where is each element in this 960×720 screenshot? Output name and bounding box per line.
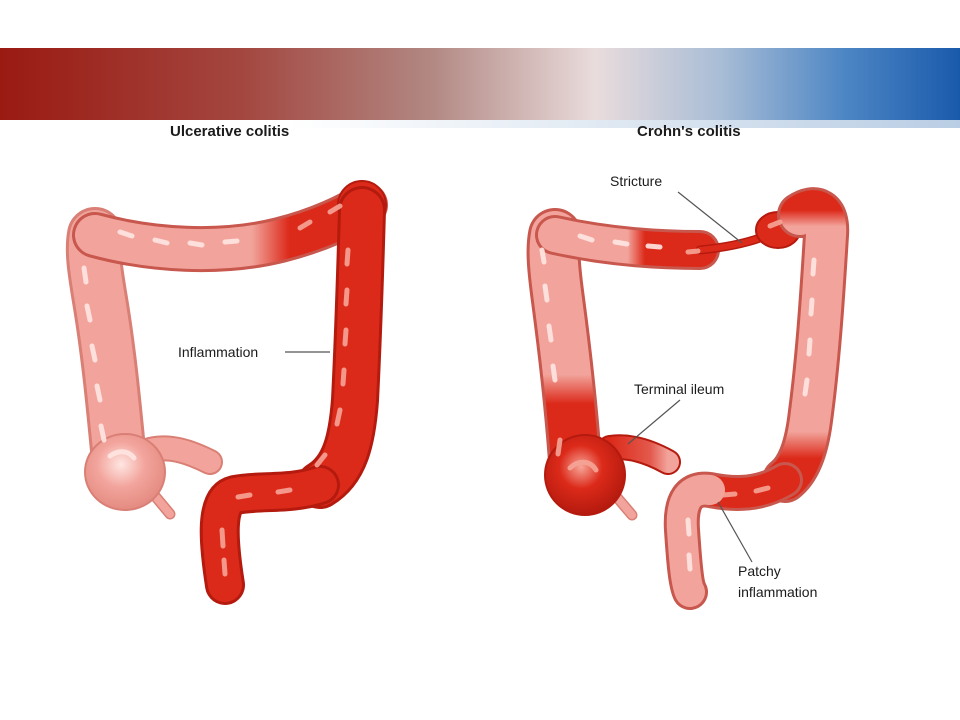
cc-stricture-label: Stricture [610,173,662,189]
cc-haustra-highlights [539,233,817,572]
uc-cecum [84,433,166,511]
uc-haustra-highlights [81,229,240,461]
ulcerative-colon: Inflammation [65,180,388,605]
cc-terminal-ileum-leader [627,399,681,445]
cc-stricture-leader [677,191,743,244]
cc-cecum [544,434,626,516]
cc-terminal-ileum-label: Terminal ileum [634,381,724,397]
header-banner-fade [0,120,960,128]
ulcerative-colitis-title: Ulcerative colitis [170,123,290,140]
uc-inflammation-label: Inflammation [178,344,258,360]
crohns-colon: Stricture Terminal ileum Patchy inflamma… [526,173,850,610]
header-banner [0,48,960,120]
cc-patchy-leader [717,501,753,563]
cc-patchy-label-line2: inflammation [738,584,817,600]
cc-patchy-label-line1: Patchy [738,563,781,579]
crohns-colitis-title: Crohn's colitis [637,123,741,140]
